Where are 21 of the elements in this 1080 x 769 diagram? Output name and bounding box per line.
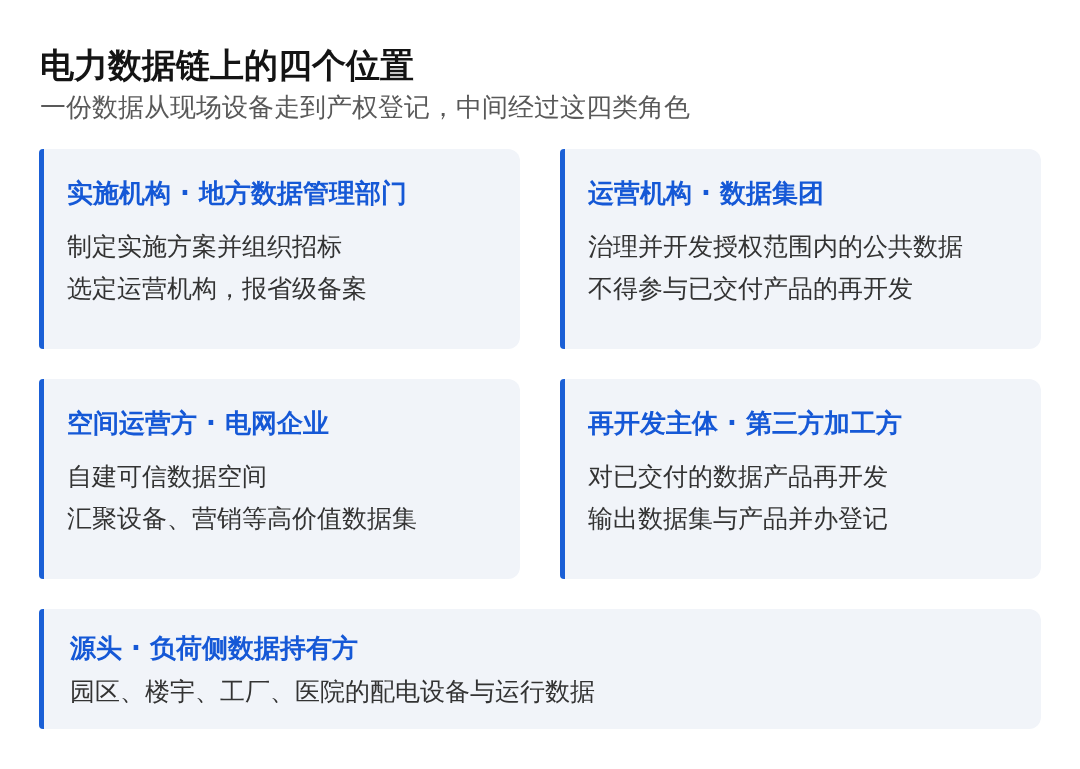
card-heading: 运营机构 · 数据集团 [588, 177, 824, 210]
role-card [39, 149, 520, 349]
card-heading: 空间运营方 · 电网企业 [67, 407, 329, 440]
card-heading: 源头 · 负荷侧数据持有方 [70, 632, 358, 665]
role-card [560, 149, 1041, 349]
role-card [560, 379, 1041, 579]
card-text: 园区、楼宇、工厂、医院的配电设备与运行数据 [70, 676, 595, 708]
role-card [39, 609, 1041, 729]
title: 电力数据链上的四个位置 [40, 44, 414, 86]
card-text: 制定实施方案并组织招标 [67, 231, 342, 263]
card-heading: 实施机构 · 地方数据管理部门 [67, 177, 407, 210]
card-text: 自建可信数据空间 [67, 461, 267, 493]
role-card [39, 379, 520, 579]
card-text: 汇聚设备、营销等高价值数据集 [67, 503, 417, 535]
card-text: 输出数据集与产品并办登记 [588, 503, 888, 535]
subtitle: 一份数据从现场设备走到产权登记，中间经过这四类角色 [40, 91, 690, 124]
card-heading: 再开发主体 · 第三方加工方 [588, 407, 902, 440]
card-text: 选定运营机构，报省级备案 [67, 273, 367, 305]
card-text: 对已交付的数据产品再开发 [588, 461, 888, 493]
card-text: 不得参与已交付产品的再开发 [588, 273, 913, 305]
card-text: 治理并开发授权范围内的公共数据 [588, 231, 963, 263]
